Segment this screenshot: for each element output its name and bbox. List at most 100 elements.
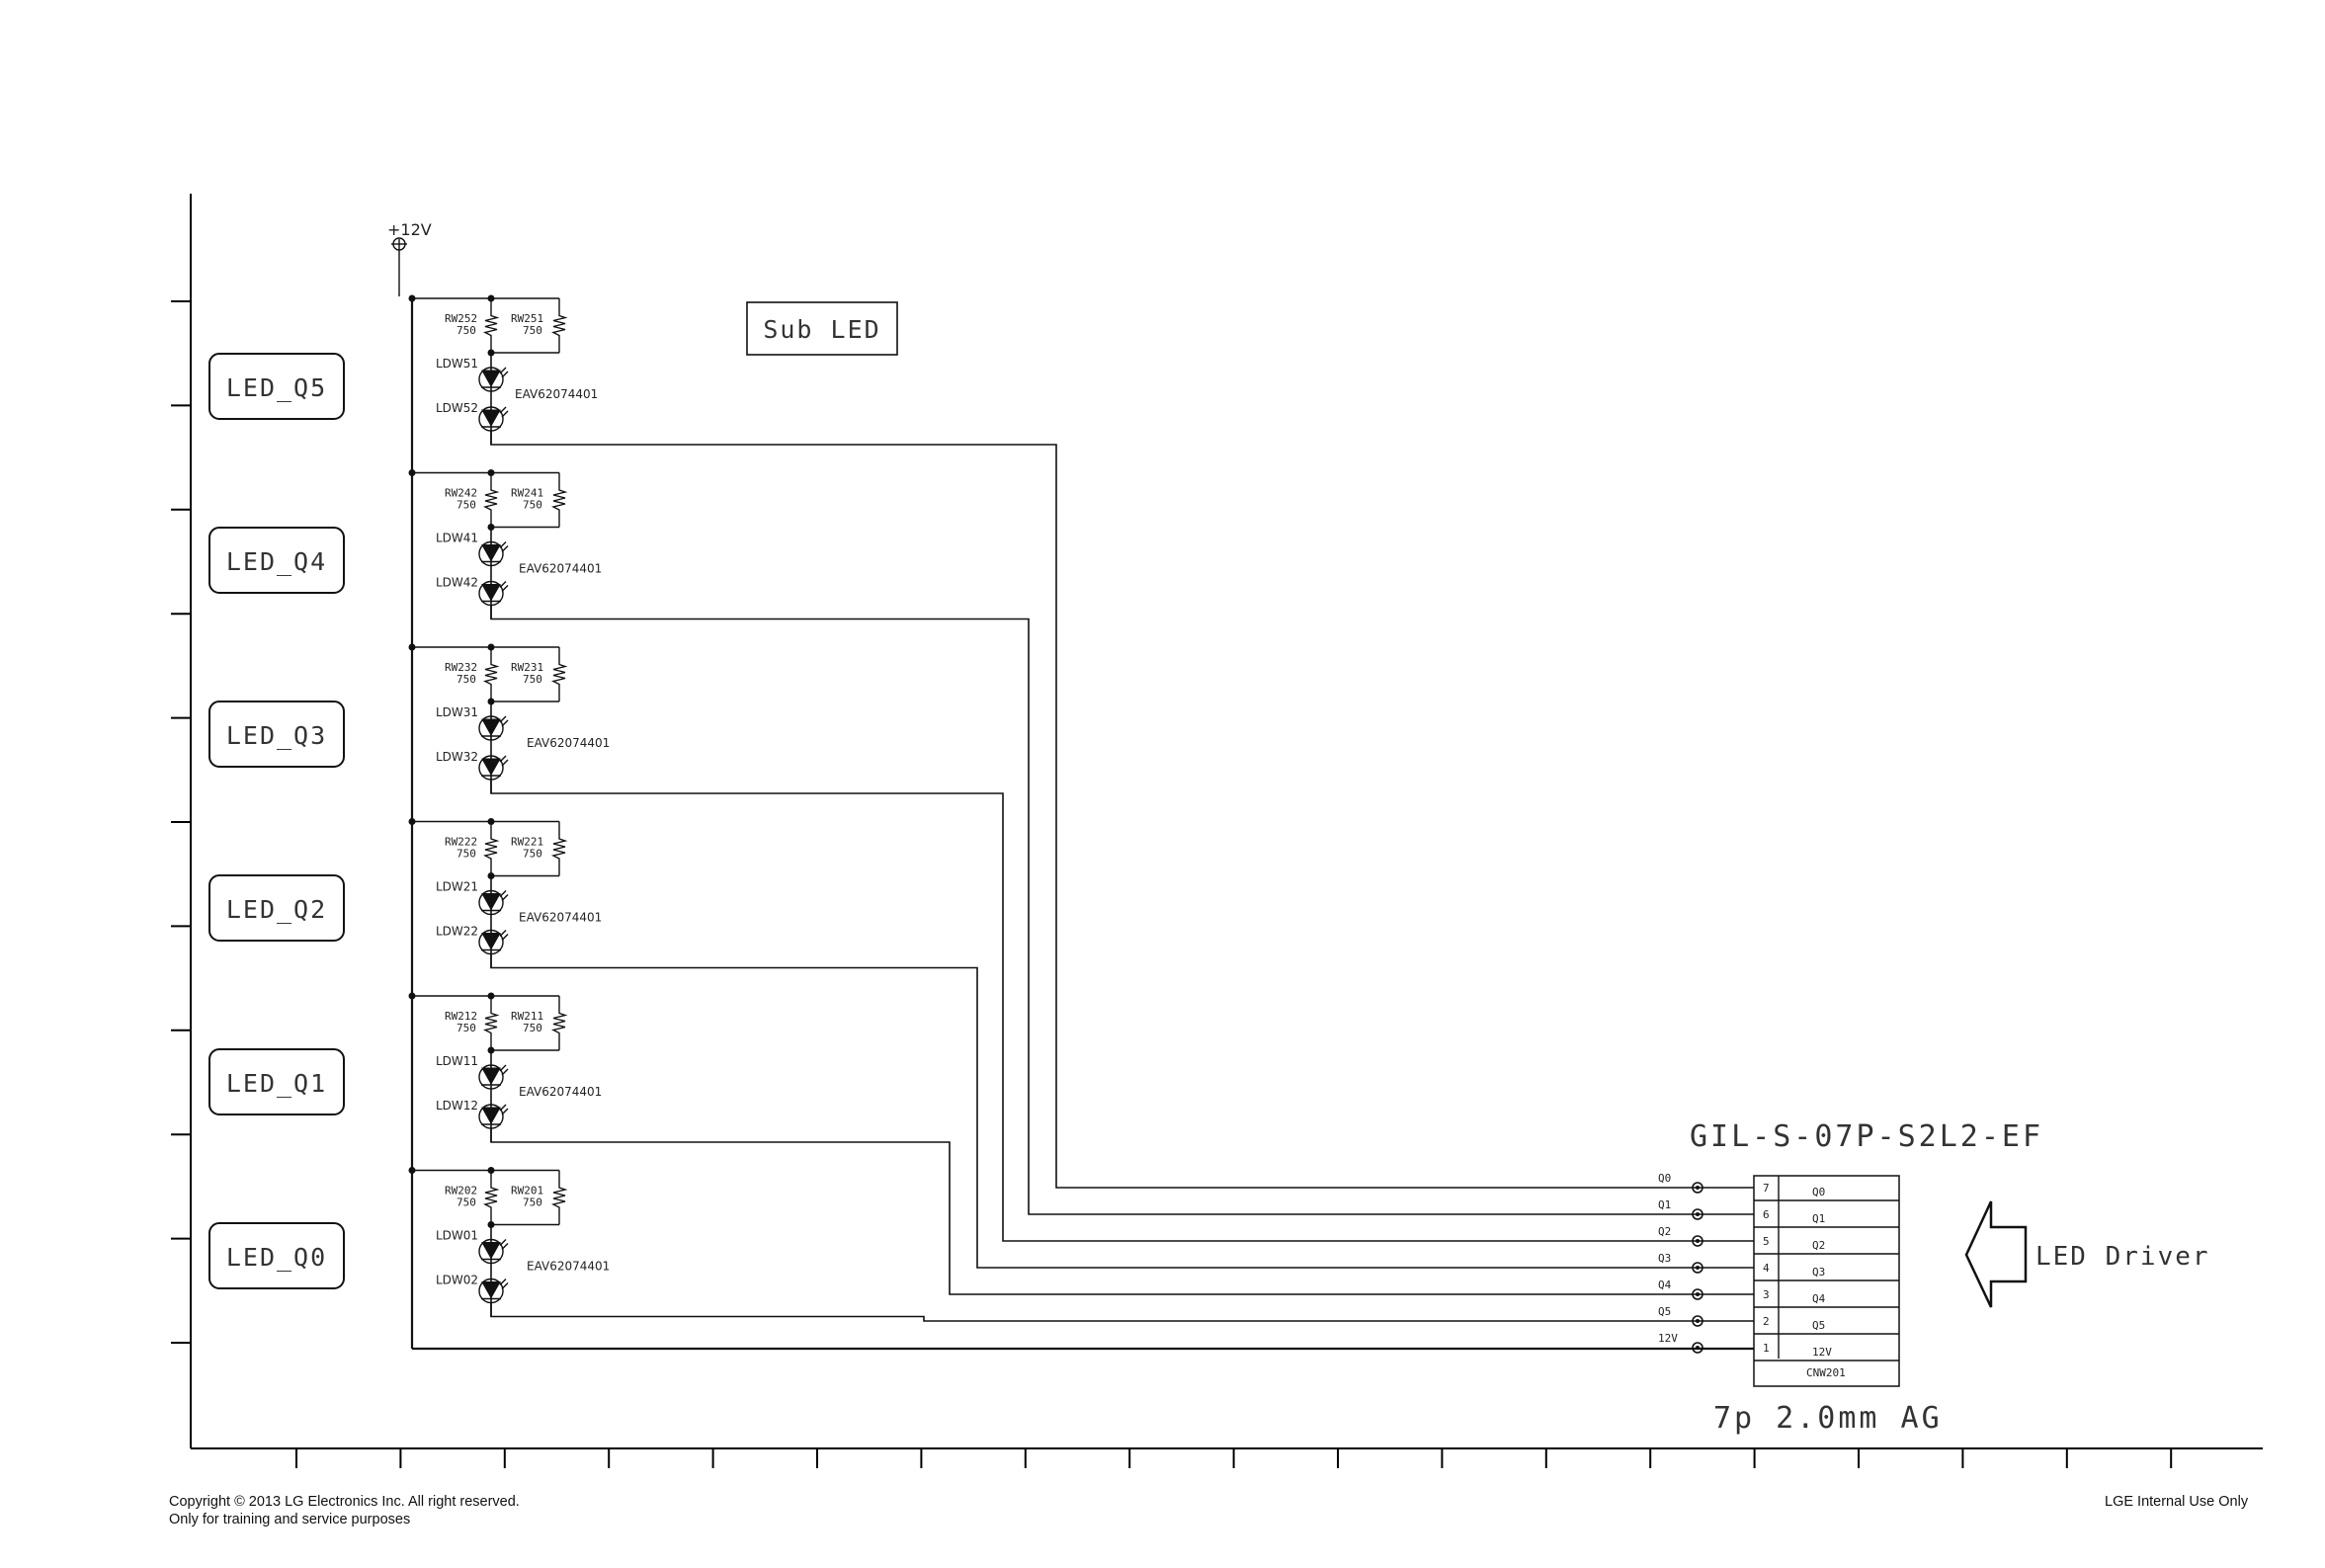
- resistor-right-value: 750: [523, 1022, 542, 1034]
- resistor-left-ref: RW222: [445, 836, 477, 849]
- resistor-right-ref: RW231: [511, 661, 543, 674]
- connector-pin-signal: 12V: [1812, 1346, 1832, 1359]
- connector-pin-signal: Q1: [1812, 1212, 1825, 1225]
- connector-part-number: GIL-S-07P-S2L2-EF: [1690, 1119, 2043, 1154]
- connector-pin-signal: Q3: [1812, 1266, 1825, 1279]
- led-bottom-ref: LDW42: [436, 576, 478, 590]
- connector-pin-signal: Q4: [1812, 1292, 1826, 1305]
- net-label: Q2: [1658, 1225, 1671, 1238]
- connector-pin-signal: Q0: [1812, 1186, 1825, 1198]
- resistor-left-value: 750: [457, 673, 476, 686]
- led-tag-led-q2: LED_Q2: [208, 874, 345, 942]
- resistor-left-ref: RW202: [445, 1185, 477, 1197]
- led-tag-led-q0: LED_Q0: [208, 1222, 345, 1289]
- resistor-left-ref: RW232: [445, 661, 477, 674]
- resistor-left-value: 750: [457, 324, 476, 337]
- connector-pin-number: 3: [1763, 1288, 1770, 1301]
- resistor-left-value: 750: [457, 499, 476, 512]
- sub-led-box: Sub LED: [746, 301, 898, 356]
- connector-pin-number: 1: [1763, 1342, 1770, 1355]
- led-top-ref: LDW31: [436, 705, 478, 719]
- signal-route: [490, 780, 1754, 1242]
- net-label: Q4: [1658, 1279, 1672, 1291]
- resistor-right-value: 750: [523, 848, 542, 861]
- connector-pin-number: 4: [1763, 1262, 1770, 1275]
- resistor-left-value: 750: [457, 848, 476, 861]
- connector-pin-number: 2: [1763, 1315, 1770, 1328]
- led-tag-led-q5: LED_Q5: [208, 353, 345, 420]
- resistor-right-ref: RW251: [511, 312, 543, 325]
- resistor-left-ref: RW252: [445, 312, 477, 325]
- sub-led-title: Sub LED: [763, 315, 880, 344]
- connector-pin-signal: Q5: [1812, 1319, 1825, 1332]
- supply-12v-label: +12V: [387, 220, 432, 239]
- signal-route: [490, 953, 1754, 1269]
- resistor-right-ref: RW241: [511, 487, 543, 500]
- signal-route: [490, 1302, 1754, 1322]
- led-tag-label: LED_Q0: [226, 1243, 327, 1272]
- led-top-ref: LDW21: [436, 880, 478, 894]
- signal-route: [490, 431, 1754, 1189]
- connector-pin-number: 7: [1763, 1182, 1770, 1195]
- led-part-number: EAV62074401: [519, 562, 602, 576]
- led-tag-label: LED_Q1: [226, 1069, 327, 1098]
- footer-copyright-block: Copyright © 2013 LG Electronics Inc. All…: [169, 1493, 520, 1528]
- led-bottom-ref: LDW22: [436, 925, 478, 939]
- led-bottom-ref: LDW12: [436, 1099, 478, 1113]
- led-tag-label: LED_Q2: [226, 895, 327, 924]
- connector-pin-signal: Q2: [1812, 1239, 1825, 1252]
- resistor-right-value: 750: [523, 673, 542, 686]
- led-tag-led-q4: LED_Q4: [208, 527, 345, 594]
- resistor-right-ref: RW211: [511, 1010, 543, 1023]
- led-top-ref: LDW41: [436, 532, 478, 545]
- led-part-number: EAV62074401: [515, 387, 598, 401]
- led-driver-label: LED Driver: [2035, 1242, 2210, 1272]
- resistor-right-value: 750: [523, 499, 542, 512]
- footer-purpose: Only for training and service purposes: [169, 1512, 411, 1527]
- resistor-right-ref: RW201: [511, 1185, 543, 1197]
- connector-description: 7p 2.0mm AG: [1713, 1401, 1943, 1436]
- led-top-ref: LDW01: [436, 1229, 478, 1243]
- led-tag-label: LED_Q3: [226, 721, 327, 750]
- connector-pin-row: 1 12V 12V: [1658, 1332, 1832, 1359]
- led-tag-led-q3: LED_Q3: [208, 701, 345, 768]
- connector-pin-number: 5: [1763, 1235, 1770, 1248]
- led-driver-arrow: LED Driver: [1964, 1200, 2210, 1308]
- footer-copyright: Copyright © 2013 LG Electronics Inc. All…: [169, 1494, 520, 1510]
- resistor-left-ref: RW242: [445, 487, 477, 500]
- resistor-right-value: 750: [523, 324, 542, 337]
- led-part-number: EAV62074401: [527, 736, 610, 750]
- net-label: 12V: [1658, 1332, 1678, 1345]
- led-bottom-ref: LDW32: [436, 750, 478, 764]
- net-label: Q3: [1658, 1252, 1671, 1265]
- led-part-number: EAV62074401: [527, 1260, 610, 1274]
- signal-route: [490, 605, 1754, 1215]
- led-bottom-ref: LDW52: [436, 401, 478, 415]
- led-top-ref: LDW51: [436, 357, 478, 371]
- led-part-number: EAV62074401: [519, 1085, 602, 1099]
- led-tag-label: LED_Q5: [226, 373, 327, 402]
- resistor-right-ref: RW221: [511, 836, 543, 849]
- net-label: Q1: [1658, 1198, 1671, 1211]
- connector-pin-number: 6: [1763, 1208, 1770, 1221]
- led-tag-label: LED_Q4: [226, 547, 327, 576]
- connector-refdes: CNW201: [1806, 1366, 1846, 1379]
- signal-route: [490, 1128, 1754, 1295]
- sheet-frame: [171, 194, 2263, 1468]
- supply-12v-symbol: +12V: [387, 220, 432, 296]
- resistor-left-ref: RW212: [445, 1010, 477, 1023]
- led-top-ref: LDW11: [436, 1054, 478, 1068]
- led-bottom-ref: LDW02: [436, 1274, 478, 1287]
